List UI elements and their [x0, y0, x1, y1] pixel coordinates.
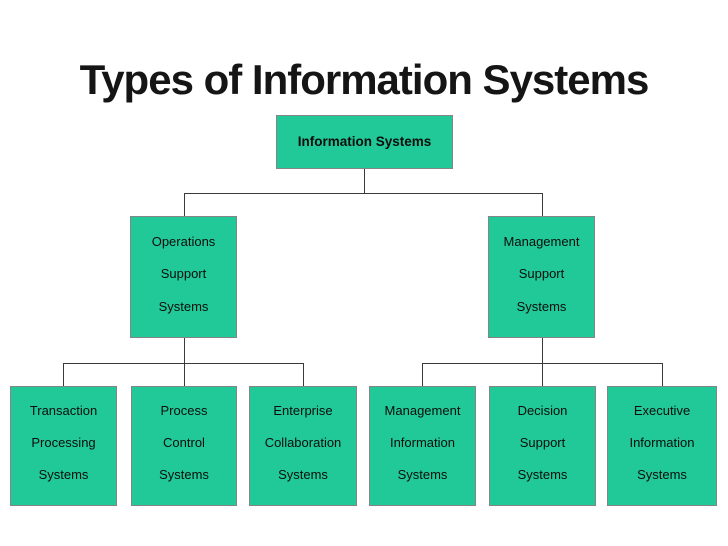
node-process-control-systems: Process Control Systems — [131, 386, 237, 506]
node-label-line: Systems — [278, 467, 328, 482]
node-label-line: Management — [503, 233, 580, 249]
node-label-line: Enterprise — [273, 403, 333, 418]
node-label: Information Systems — [297, 134, 432, 149]
node-label-line: Information — [629, 435, 695, 450]
connector-level2-rail — [184, 193, 543, 194]
node-label-line: Operations — [151, 233, 216, 249]
node-management-support-systems: Management Support Systems — [488, 216, 595, 338]
node-label-line: Support — [518, 266, 565, 281]
connector-left-rail — [63, 363, 303, 364]
connector-dss-drop — [542, 363, 543, 386]
node-label-line: Systems — [159, 467, 209, 482]
slide-title: Types of Information Systems — [79, 56, 650, 103]
node-decision-support-systems: Decision Support Systems — [489, 386, 596, 506]
node-enterprise-collaboration-systems: Enterprise Collaboration Systems — [249, 386, 357, 506]
connector-ecs-drop — [303, 363, 304, 386]
node-label-line: Systems — [517, 467, 568, 482]
connector-mss-drop — [542, 338, 543, 363]
connector-mis-drop — [422, 363, 423, 386]
node-label-line: Information — [389, 435, 456, 450]
node-label-line: Systems — [637, 467, 687, 482]
node-label-line: Executive — [633, 403, 691, 418]
node-label-line: Support — [160, 266, 207, 281]
connector-tps-drop — [63, 363, 64, 386]
node-label-line: Control — [163, 435, 205, 450]
node-label-line: Systems — [516, 298, 567, 314]
connector-management-drop — [542, 193, 543, 216]
node-transaction-processing-systems: Transaction Processing Systems — [10, 386, 117, 506]
connector-oss-drop — [184, 338, 185, 363]
node-management-information-systems: Management Information Systems — [369, 386, 476, 506]
node-label-line: Transaction — [29, 403, 98, 418]
node-label-line: Systems — [158, 298, 209, 314]
node-label-line: Process — [160, 403, 208, 418]
node-label-line: Management — [384, 403, 461, 418]
connector-operations-drop — [184, 193, 185, 216]
connector-pcs-drop — [184, 363, 185, 386]
node-label-line: Collaboration — [264, 435, 342, 450]
node-executive-information-systems: Executive Information Systems — [607, 386, 717, 506]
node-label-line: Processing — [31, 435, 96, 450]
connector-eis-drop — [662, 363, 663, 386]
node-label-line: Systems — [397, 467, 448, 482]
node-operations-support-systems: Operations Support Systems — [130, 216, 237, 338]
node-label-line: Support — [519, 435, 566, 450]
node-label-line: Systems — [38, 467, 89, 482]
node-label-line: Decision — [517, 403, 568, 418]
connector-root-drop — [364, 169, 365, 193]
node-information-systems: Information Systems — [276, 115, 453, 169]
